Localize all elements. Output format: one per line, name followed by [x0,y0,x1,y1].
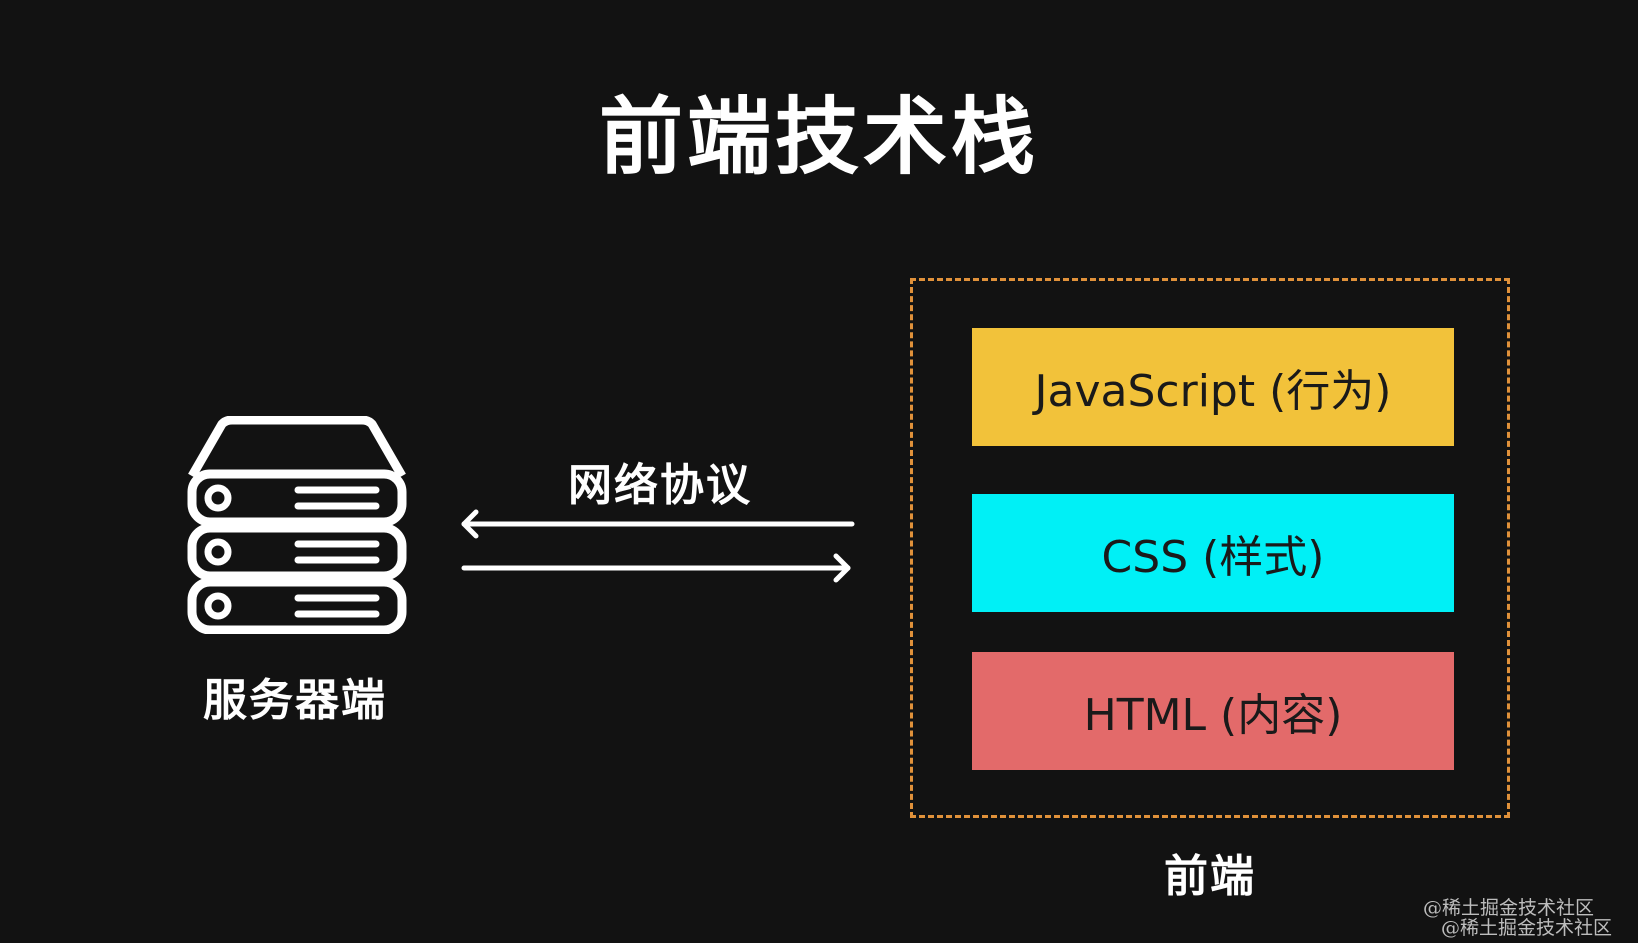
network-protocol-label: 网络协议 [568,460,752,511]
bidirectional-arrows [461,509,855,583]
layer-html: HTML (内容) [972,652,1454,770]
frontend-label: 前端 [1164,851,1256,902]
watermark: @稀土掘金技术社区 [1440,917,1612,939]
layer-css: CSS (样式) [972,494,1454,612]
frontend-container [910,278,1510,818]
server-stack-icon [187,416,407,634]
arrow-right-icon [461,553,851,583]
server-label: 服务器端 [203,675,387,726]
arrow-left-icon [461,509,855,539]
watermark: @稀土掘金技术社区 [1422,897,1594,919]
layer-javascript: JavaScript (行为) [972,328,1454,446]
page-title: 前端技术栈 [598,88,1039,186]
